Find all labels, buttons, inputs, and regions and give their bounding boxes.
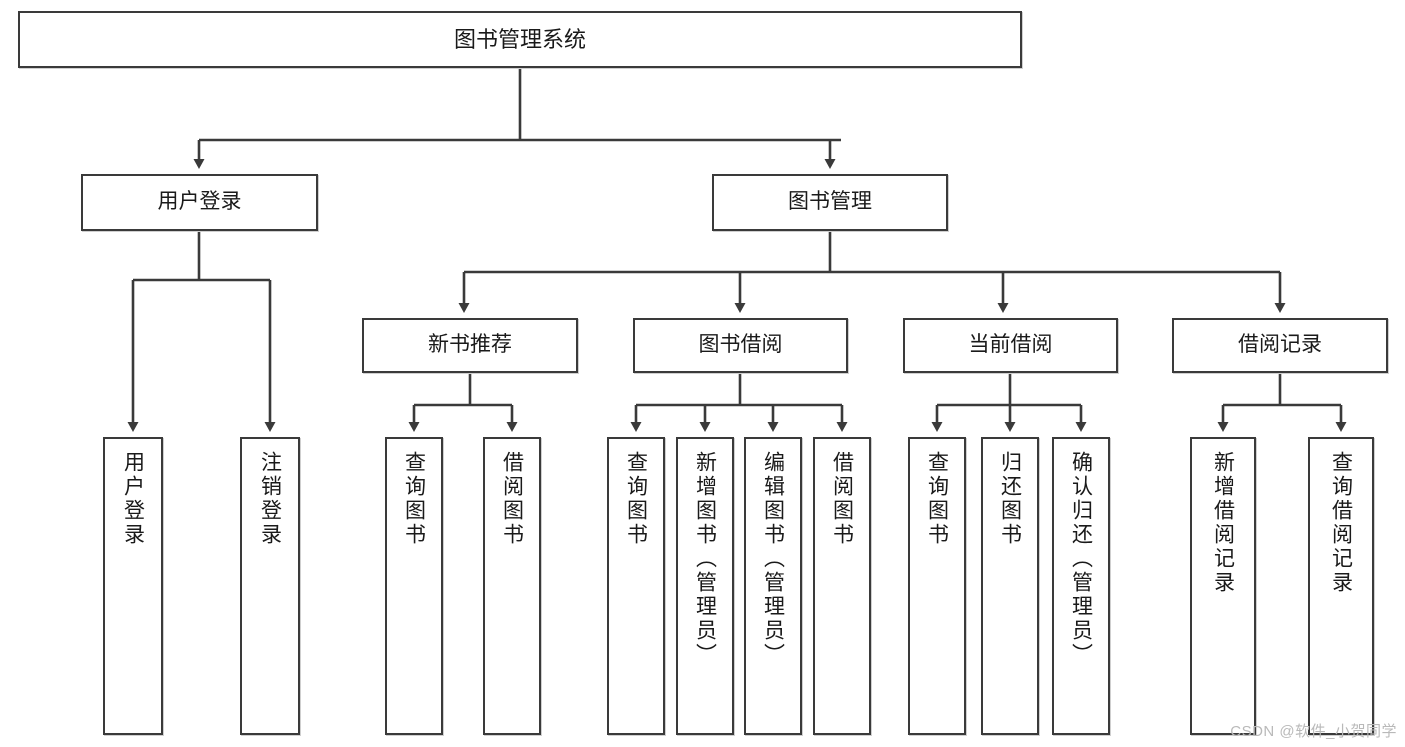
node-user-login[interactable]: 用户登录 [81, 174, 318, 231]
leaf-query-book-borrow[interactable]: 查询图书 [607, 437, 665, 735]
leaf-return-book[interactable]: 归还图书 [981, 437, 1039, 735]
connectors [127, 68, 1347, 432]
leaf-user-login[interactable]: 用户登录 [103, 437, 163, 735]
node-new-book-recommend[interactable]: 新书推荐 [362, 318, 578, 373]
leaf-confirm-return-admin-label: 确认归还（管理员） [1069, 451, 1093, 667]
leaf-edit-book-admin-label: 编辑图书（管理员） [761, 451, 785, 667]
node-book-management-label: 图书管理 [788, 190, 872, 214]
leaf-query-book-borrow-label: 查询图书 [624, 451, 648, 547]
leaf-borrow-book[interactable]: 借阅图书 [813, 437, 871, 735]
leaf-query-borrow-record[interactable]: 查询借阅记录 [1308, 437, 1374, 735]
leaf-confirm-return-admin[interactable]: 确认归还（管理员） [1052, 437, 1110, 735]
leaf-user-logout[interactable]: 注销登录 [240, 437, 300, 735]
leaf-borrow-book-recommend[interactable]: 借阅图书 [483, 437, 541, 735]
leaf-query-book-current[interactable]: 查询图书 [908, 437, 966, 735]
node-current-borrow-label: 当前借阅 [968, 333, 1053, 357]
node-book-management[interactable]: 图书管理 [712, 174, 948, 231]
leaf-add-book-admin-label: 新增图书（管理员） [693, 451, 717, 667]
node-new-book-recommend-label: 新书推荐 [428, 333, 512, 357]
leaf-query-book-recommend-label: 查询图书 [402, 451, 426, 547]
leaf-query-book-current-label: 查询图书 [925, 451, 949, 547]
node-current-borrow[interactable]: 当前借阅 [903, 318, 1118, 373]
leaf-user-logout-label: 注销登录 [258, 451, 282, 547]
node-borrow-records-label: 借阅记录 [1238, 333, 1322, 357]
node-root-label: 图书管理系统 [453, 26, 586, 52]
leaf-user-login-label: 用户登录 [121, 451, 145, 547]
leaf-query-borrow-record-label: 查询借阅记录 [1329, 451, 1353, 595]
watermark: CSDN @软件_小贺同学 [1230, 723, 1397, 740]
node-borrow-records[interactable]: 借阅记录 [1172, 318, 1388, 373]
leaf-borrow-book-label: 借阅图书 [830, 451, 854, 547]
leaf-edit-book-admin[interactable]: 编辑图书（管理员） [744, 437, 802, 735]
leaf-return-book-label: 归还图书 [998, 451, 1022, 547]
node-root[interactable]: 图书管理系统 [18, 11, 1022, 68]
node-book-borrow[interactable]: 图书借阅 [633, 318, 848, 373]
leaf-add-borrow-record-label: 新增借阅记录 [1211, 451, 1235, 595]
leaf-borrow-book-recommend-label: 借阅图书 [500, 451, 524, 547]
leaf-query-book-recommend[interactable]: 查询图书 [385, 437, 443, 735]
node-user-login-label: 用户登录 [157, 190, 242, 214]
node-book-borrow-label: 图书借阅 [698, 333, 783, 357]
leaf-add-borrow-record[interactable]: 新增借阅记录 [1190, 437, 1256, 735]
leaf-add-book-admin[interactable]: 新增图书（管理员） [676, 437, 734, 735]
